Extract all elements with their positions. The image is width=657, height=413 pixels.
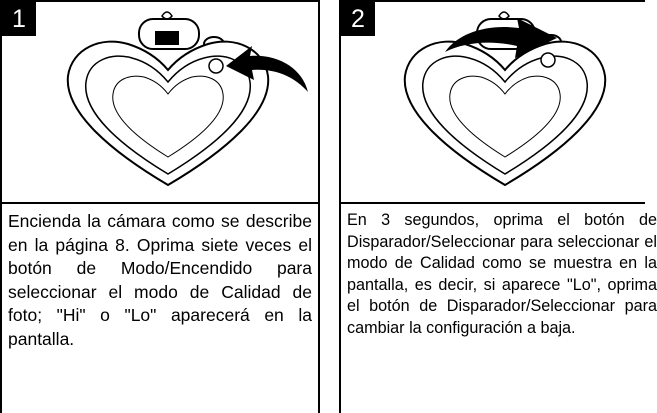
step-1-description: Encienda la cámara como se describe en l… [8, 211, 312, 349]
step-2-description: En 3 segundos, oprima el botón de Dispar… [347, 211, 657, 337]
heart-camera-shutter-button-arrow-icon [403, 11, 607, 187]
heart-camera-mode-button-arrow-icon [66, 11, 308, 187]
step-1-illustration: 1 [0, 0, 320, 204]
step-panel-2: 2 En 3 segundos, oprima el botón de Disp… [339, 0, 657, 413]
step-panel-1: 1 Encienda la cámara como se describe en… [0, 0, 320, 413]
step-2-text-box: En 3 segundos, oprima el botón de Dispar… [339, 204, 657, 413]
step-2-illustration: 2 [339, 0, 645, 204]
step-number: 1 [2, 2, 36, 36]
step-1-text-box: Encienda la cámara como se describe en l… [0, 204, 320, 413]
step-number: 2 [341, 2, 375, 36]
